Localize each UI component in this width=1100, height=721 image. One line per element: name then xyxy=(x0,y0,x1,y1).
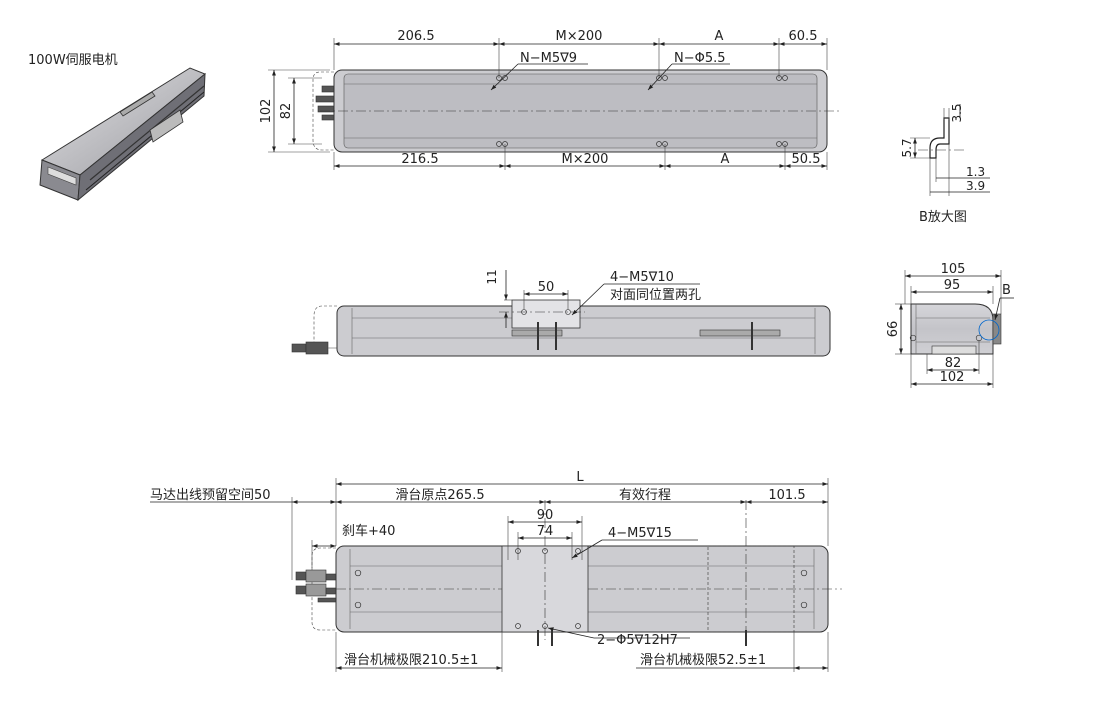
note-n-m5: N−M5∇9 xyxy=(520,51,577,66)
side-dim-50: 50 xyxy=(538,280,555,295)
dim-206-5: 206.5 xyxy=(397,29,434,44)
side-body xyxy=(336,305,831,357)
dim-limit-left: 滑台机械极限210.5±1 xyxy=(344,653,478,668)
bottom-note-thread: 4−M5∇15 xyxy=(608,526,672,541)
iso-actuator xyxy=(39,67,206,202)
iso-title: 100W伺服电机 xyxy=(28,53,118,68)
detail-dim-3-9: 3.9 xyxy=(966,179,985,193)
side-slider xyxy=(511,299,581,329)
dim-216-5: 216.5 xyxy=(401,152,438,167)
bottom-view: L 马达出线预留空间50 滑台原点265.5 有效行程 101.5 90 74 … xyxy=(150,470,842,672)
side-view: 11 50 4−M5∇10 对面同位置两孔 xyxy=(291,269,831,357)
detail-dim-1-3: 1.3 xyxy=(966,165,985,179)
note-brake: 刹车+40 xyxy=(342,523,395,539)
detail-caption: B放大图 xyxy=(919,210,967,225)
bottom-holes xyxy=(354,548,808,629)
dim-stroke: 有效行程 xyxy=(619,488,671,503)
dim-74: 74 xyxy=(537,524,554,539)
end-view: 105 95 B 66 82 102 xyxy=(886,262,1014,388)
dim-101-5: 101.5 xyxy=(768,488,805,503)
detail-dim-3-5: 3.5 xyxy=(950,103,964,122)
dim-limit-right: 滑台机械极限52.5±1 xyxy=(640,653,766,668)
note-n-phi5-5: N−Φ5.5 xyxy=(674,51,726,66)
dim-L: L xyxy=(576,470,584,485)
dim-50-5: 50.5 xyxy=(792,152,821,167)
detail-dim-5-7: 5.7 xyxy=(900,138,914,157)
detail-b-callout-circle xyxy=(978,319,1000,341)
dim-90: 90 xyxy=(537,508,554,523)
bottom-motor-connector xyxy=(295,569,337,603)
dim-m200-bottom: M×200 xyxy=(562,152,609,167)
dim-m200-top: M×200 xyxy=(556,29,603,44)
note-motor-space: 马达出线预留空间50 xyxy=(150,488,271,503)
side-note-thread: 4−M5∇10 xyxy=(610,270,674,285)
side-dim-11: 11 xyxy=(485,269,499,284)
end-dim-95: 95 xyxy=(944,278,961,293)
bottom-sensors xyxy=(537,630,747,646)
end-label-b: B xyxy=(1002,283,1011,298)
dim-a-top: A xyxy=(715,29,724,44)
top-view: 206.5 M×200 A 60.5 N−M5∇9 N−Φ5.5 102 82 … xyxy=(259,29,842,170)
bottom-slider-end-position xyxy=(707,545,795,633)
end-dim-82: 82 xyxy=(945,356,962,371)
side-note-holes: 对面同位置两孔 xyxy=(610,288,701,303)
detail-b: 3.5 5.7 1.3 3.9 B放大图 xyxy=(900,103,990,225)
bottom-note-dowel: 2−Φ5∇12H7 xyxy=(597,633,678,648)
dim-home: 滑台原点265.5 xyxy=(395,488,484,503)
dim-82-v: 82 xyxy=(279,103,294,120)
side-sensors xyxy=(511,322,781,350)
dim-102-v: 102 xyxy=(259,99,274,124)
end-dim-105: 105 xyxy=(941,262,966,277)
end-dim-102: 102 xyxy=(940,370,965,385)
dim-60-5: 60.5 xyxy=(789,29,818,44)
end-dim-66: 66 xyxy=(886,321,901,338)
dim-a-bottom: A xyxy=(721,152,730,167)
isometric-view: 100W伺服电机 xyxy=(28,53,206,202)
